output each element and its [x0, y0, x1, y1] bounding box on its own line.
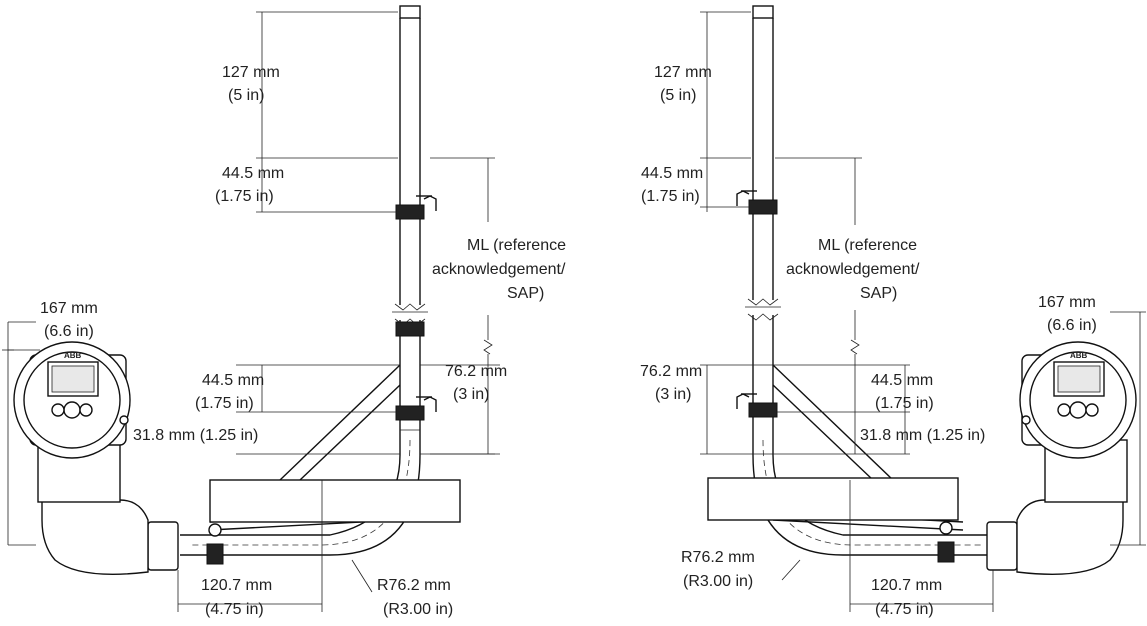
- right-view: ABB: [640, 5, 1146, 618]
- left-transmitter-height-mm: 167 mm: [40, 300, 98, 317]
- right-dim-top-length: [700, 11, 751, 159]
- left-mounting-block: [209, 479, 461, 523]
- left-horizontal-offset-mm: 120.7 mm: [201, 577, 272, 594]
- right-ml-line1: ML (reference: [818, 237, 917, 254]
- right-dim-lower: [700, 364, 910, 454]
- right-lower-span-mm: 76.2 mm: [640, 363, 702, 380]
- left-bend-radius-mm: R76.2 mm: [377, 577, 451, 594]
- left-bracket-offset: 31.8 mm (1.25 in): [133, 427, 258, 444]
- left-lower-clamp: [395, 321, 437, 421]
- right-horizontal-offset-mm: 120.7 mm: [871, 577, 942, 594]
- right-top-length-in: (5 in): [660, 87, 696, 104]
- left-transmitter-height-in: (6.6 in): [44, 323, 94, 340]
- right-dim-upper-clamp: [700, 158, 751, 212]
- right-transmitter-height-in: (6.6 in): [1047, 317, 1097, 334]
- left-top-length-mm: 127 mm: [222, 64, 280, 81]
- right-upper-clamp: [736, 190, 778, 215]
- left-view: ABB: [2, 5, 566, 618]
- left-dim-top-length: [256, 11, 398, 159]
- left-top-length-in: (5 in): [228, 87, 264, 104]
- left-radius-leader: [351, 559, 373, 593]
- left-upper-clamp: [395, 195, 437, 220]
- left-ml-line3: SAP): [507, 285, 544, 302]
- right-lower-clamp-in: (1.75 in): [875, 395, 934, 412]
- left-lower-clamp-in: (1.75 in): [195, 395, 254, 412]
- left-logo: ABB: [64, 351, 82, 360]
- left-probe-tube: [392, 5, 428, 455]
- left-horizontal-offset-in: (4.75 in): [205, 601, 264, 618]
- right-probe-tube: [745, 5, 781, 455]
- left-upper-clamp-mm: 44.5 mm: [222, 165, 284, 182]
- right-bend-radius-in: (R3.00 in): [683, 573, 753, 590]
- right-dim-horizontal: [849, 480, 994, 612]
- right-bend-radius-mm: R76.2 mm: [681, 549, 755, 566]
- right-horizontal-offset-in: (4.75 in): [875, 601, 934, 618]
- right-transmitter: ABB: [986, 341, 1137, 575]
- right-bracket-offset: 31.8 mm (1.25 in): [860, 427, 985, 444]
- right-ml-line3: SAP): [860, 285, 897, 302]
- right-ml-line2: acknowledgement/: [786, 261, 920, 278]
- left-lower-clamp-mm: 44.5 mm: [202, 372, 264, 389]
- left-dim-ml: [430, 157, 495, 455]
- right-lower-clamp-mm: 44.5 mm: [871, 372, 933, 389]
- left-dim-lower: [236, 364, 500, 455]
- right-lower-span-in: (3 in): [655, 386, 691, 403]
- left-dim-horizontal: [177, 480, 323, 612]
- left-lower-span-in: (3 in): [453, 386, 489, 403]
- left-lower-span-mm: 76.2 mm: [445, 363, 507, 380]
- right-upper-clamp-in: (1.75 in): [641, 188, 700, 205]
- left-pipe-clamp: [206, 543, 224, 565]
- right-transmitter-height-mm: 167 mm: [1038, 294, 1096, 311]
- left-dim-upper-clamp: [256, 158, 398, 213]
- left-dim-transmitter-height: [2, 321, 40, 546]
- right-lower-clamp: [736, 393, 778, 418]
- right-top-length-mm: 127 mm: [654, 64, 712, 81]
- left-bend-radius-in: (R3.00 in): [383, 601, 453, 618]
- right-dim-ml: [700, 157, 910, 455]
- left-transmitter: ABB: [13, 341, 179, 575]
- right-pipe-clamp: [937, 541, 955, 563]
- right-upper-clamp-mm: 44.5 mm: [641, 165, 703, 182]
- right-dim-transmitter-height: [1110, 311, 1146, 546]
- left-upper-clamp-in: (1.75 in): [215, 188, 274, 205]
- right-logo: ABB: [1070, 351, 1088, 360]
- right-radius-leader: [781, 559, 801, 581]
- right-mounting-block: [707, 477, 959, 521]
- left-ml-line1: ML (reference: [467, 237, 566, 254]
- left-ml-line2: acknowledgement/: [432, 261, 566, 278]
